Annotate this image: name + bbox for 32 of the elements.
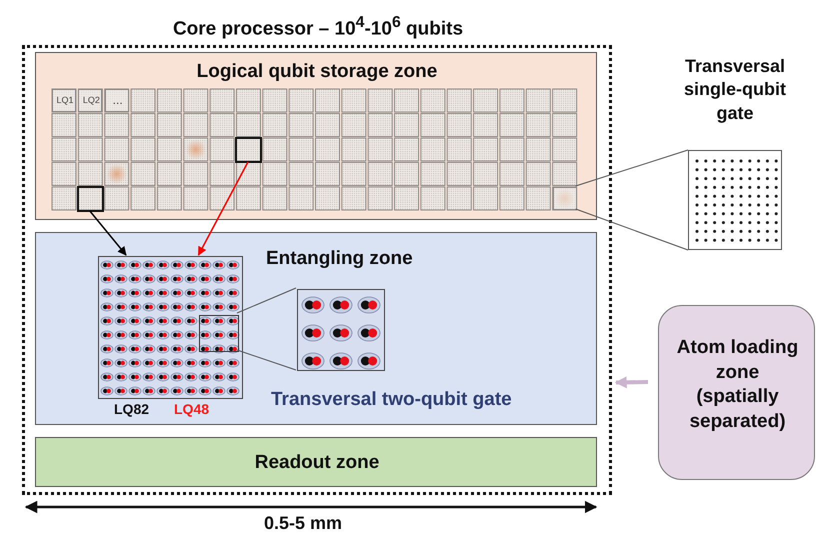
qubit-cell xyxy=(78,89,102,112)
cell-label: LQ1 xyxy=(55,95,74,105)
selection-frame xyxy=(199,315,239,352)
qubit-cell xyxy=(104,89,129,112)
zone-label: Atom loading zone (spatially separated) xyxy=(676,336,800,434)
qubit-cell xyxy=(52,89,76,112)
selected-qubit-cell xyxy=(235,137,262,163)
array-caption: LQ82 xyxy=(114,401,150,417)
cell-label: LQ2 xyxy=(82,95,101,105)
dimension-label: 0.5-5 mm xyxy=(264,513,342,534)
selected-qubit-cell xyxy=(77,186,104,212)
loading-zone-box xyxy=(658,305,815,480)
arrow xyxy=(614,376,648,388)
array-caption: LQ48 xyxy=(174,401,210,417)
ellipsis-label: ... xyxy=(112,93,124,107)
readout-zone-panel xyxy=(35,437,597,487)
zone-heading: Readout zone xyxy=(254,452,380,474)
zoom-leader-line xyxy=(575,150,688,186)
zoom-leader-line xyxy=(236,350,296,370)
storage-zone-panel xyxy=(35,52,597,220)
arrow xyxy=(89,210,127,256)
entangling-zone-panel xyxy=(35,232,597,425)
title-heading: Core processor – 10$^{4}$-10$^{6}$ qubits xyxy=(172,14,464,40)
zoom-leader-line xyxy=(575,208,688,250)
gate-heading: Transversal single-qubit gate xyxy=(683,55,787,125)
atom-pair-zoom-box xyxy=(297,289,385,371)
zone-heading: Logical qubit storage zone xyxy=(196,61,438,83)
gate-caption: Transversal two-qubit gate xyxy=(271,389,512,411)
arrow xyxy=(198,162,249,256)
zone-heading: Entangling zone xyxy=(266,248,413,270)
qubit-cell xyxy=(552,187,577,210)
zoom-leader-line xyxy=(236,288,296,314)
